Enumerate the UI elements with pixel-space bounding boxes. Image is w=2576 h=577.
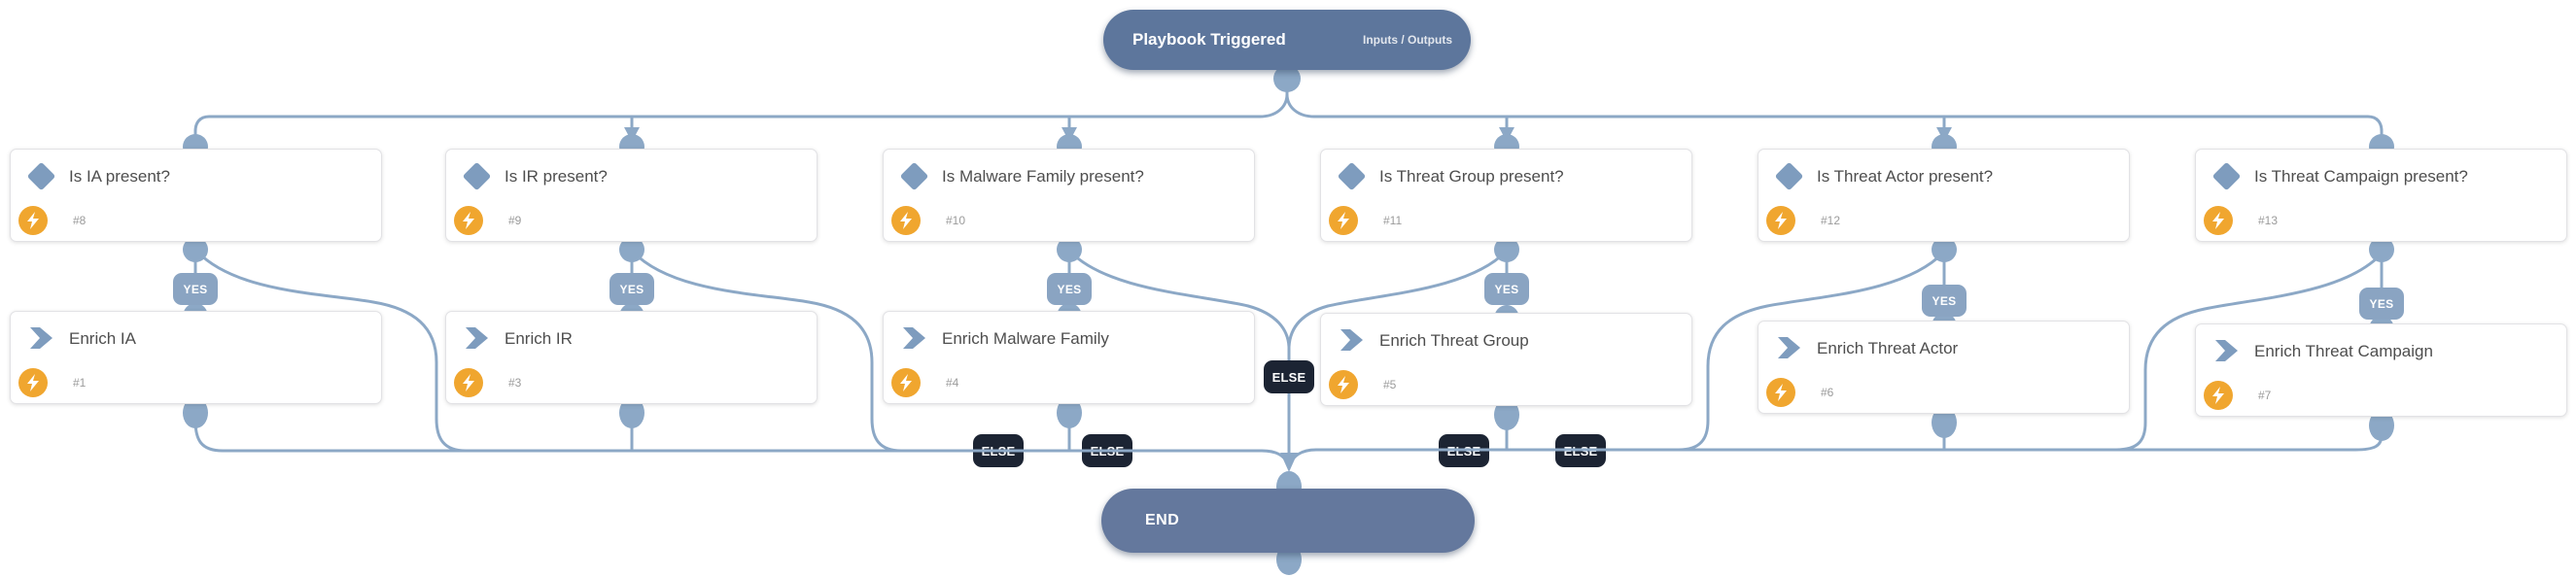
condition-diamond-icon xyxy=(1337,161,1367,191)
task-number: #12 xyxy=(1821,214,1841,227)
action-node-enrich-threat-campaign[interactable]: Enrich Threat Campaign #7 xyxy=(2195,323,2567,417)
action-node-enrich-threat-actor[interactable]: Enrich Threat Actor #6 xyxy=(1758,321,2130,414)
playbook-triggered-node[interactable]: Playbook Triggered Inputs / Outputs xyxy=(1103,10,1471,70)
condition-diamond-icon xyxy=(2211,161,2242,191)
task-chevron-icon xyxy=(463,325,490,351)
automation-lightning-icon xyxy=(1329,206,1358,235)
automation-lightning-icon xyxy=(454,368,483,397)
inputs-outputs-link[interactable]: Inputs / Outputs xyxy=(1363,33,1452,47)
automation-lightning-icon xyxy=(454,206,483,235)
action-node-enrich-ia[interactable]: Enrich IA #1 xyxy=(10,311,382,404)
condition-diamond-icon xyxy=(899,161,929,191)
action-title: Enrich IA xyxy=(69,329,136,348)
action-title: Enrich Threat Actor xyxy=(1817,339,1959,357)
condition-diamond-icon xyxy=(1774,161,1804,191)
task-number: #6 xyxy=(1821,386,1834,399)
end-node[interactable]: END xyxy=(1101,489,1475,553)
action-title: Enrich Threat Group xyxy=(1379,331,1529,350)
task-chevron-icon xyxy=(27,325,54,351)
condition-title: Is Threat Campaign present? xyxy=(2254,167,2468,186)
condition-title: Is Threat Group present? xyxy=(1379,167,1564,186)
task-number: #1 xyxy=(73,376,87,390)
action-node-enrich-ir[interactable]: Enrich IR #3 xyxy=(445,311,818,404)
condition-node-is-malware-family-present[interactable]: Is Malware Family present? #10 xyxy=(883,149,1255,242)
automation-lightning-icon xyxy=(2204,381,2233,410)
condition-node-is-ir-present[interactable]: Is IR present? #9 xyxy=(445,149,818,242)
task-chevron-icon xyxy=(2212,338,2240,363)
automation-lightning-icon xyxy=(1766,206,1795,235)
yes-edge-label: YES xyxy=(173,273,218,305)
task-number: #11 xyxy=(1383,214,1403,227)
action-title: Enrich Threat Campaign xyxy=(2254,342,2433,360)
condition-diamond-icon xyxy=(26,161,56,191)
yes-edge-label: YES xyxy=(1922,285,1967,317)
action-title: Enrich Malware Family xyxy=(942,329,1109,348)
condition-node-is-threat-group-present[interactable]: Is Threat Group present? #11 xyxy=(1320,149,1692,242)
end-title: END xyxy=(1145,512,1180,528)
task-chevron-icon xyxy=(1338,327,1365,353)
yes-edge-label: YES xyxy=(2359,288,2404,320)
task-number: #10 xyxy=(946,214,966,227)
task-chevron-icon xyxy=(900,325,927,351)
else-edge-label: ELSE xyxy=(1264,360,1314,393)
automation-lightning-icon xyxy=(18,368,48,397)
yes-edge-label: YES xyxy=(609,273,654,305)
condition-node-is-ia-present[interactable]: Is IA present? #8 xyxy=(10,149,382,242)
action-node-enrich-malware-family[interactable]: Enrich Malware Family #4 xyxy=(883,311,1255,404)
automation-lightning-icon xyxy=(891,206,921,235)
condition-node-is-threat-actor-present[interactable]: Is Threat Actor present? #12 xyxy=(1758,149,2130,242)
condition-node-is-threat-campaign-present[interactable]: Is Threat Campaign present? #13 xyxy=(2195,149,2567,242)
task-number: #13 xyxy=(2258,214,2279,227)
action-title: Enrich IR xyxy=(505,329,573,348)
condition-diamond-icon xyxy=(462,161,492,191)
condition-title: Is IR present? xyxy=(505,167,608,186)
condition-title: Is Malware Family present? xyxy=(942,167,1144,186)
automation-lightning-icon xyxy=(1329,370,1358,399)
automation-lightning-icon xyxy=(2204,206,2233,235)
task-number: #9 xyxy=(508,214,522,227)
yes-edge-label: YES xyxy=(1047,273,1092,305)
task-chevron-icon xyxy=(1775,335,1802,360)
task-number: #3 xyxy=(508,376,522,390)
task-number: #7 xyxy=(2258,389,2272,402)
task-number: #8 xyxy=(73,214,87,227)
playbook-title: Playbook Triggered xyxy=(1132,30,1286,49)
task-number: #4 xyxy=(946,376,959,390)
task-number: #5 xyxy=(1383,378,1397,391)
yes-edge-label: YES xyxy=(1484,273,1529,305)
automation-lightning-icon xyxy=(891,368,921,397)
action-node-enrich-threat-group[interactable]: Enrich Threat Group #5 xyxy=(1320,313,1692,406)
automation-lightning-icon xyxy=(18,206,48,235)
condition-title: Is IA present? xyxy=(69,167,170,186)
condition-title: Is Threat Actor present? xyxy=(1817,167,1994,186)
automation-lightning-icon xyxy=(1766,378,1795,407)
